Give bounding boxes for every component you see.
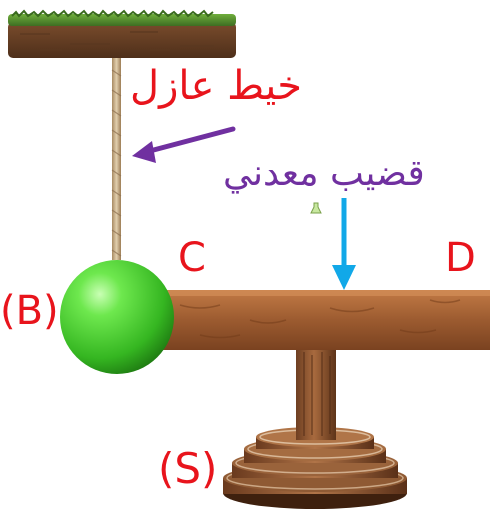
insulating-thread-label: خيط عازل <box>130 63 302 109</box>
sphere-label: (B) <box>0 288 59 334</box>
stand-base <box>223 427 407 509</box>
flask-icon <box>310 202 322 214</box>
stand-label: (S) <box>158 444 218 493</box>
point-c-label: C <box>178 235 206 281</box>
metal-rod <box>152 290 490 350</box>
stand-post <box>296 350 336 440</box>
rod-arrow <box>332 198 356 290</box>
insulating-thread <box>111 58 122 260</box>
ground-block <box>8 9 236 58</box>
charged-sphere <box>60 260 174 374</box>
thread-arrow <box>132 126 236 163</box>
point-d-label: D <box>445 235 476 281</box>
metal-rod-label: قضيب معدني <box>223 153 425 194</box>
